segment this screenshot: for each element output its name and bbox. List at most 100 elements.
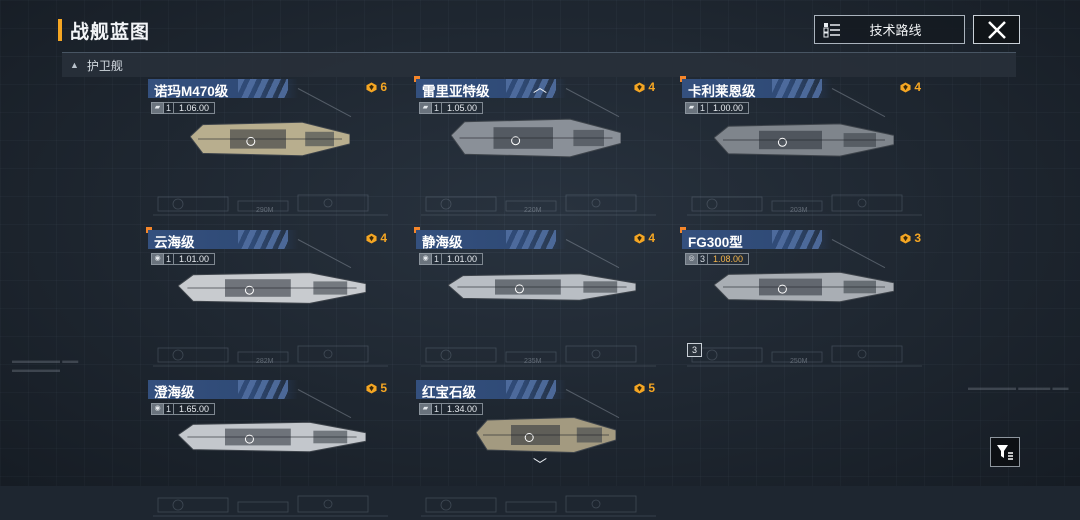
ship-card[interactable]: 诺玛M470级 6 ▰ 1 1.06.00 290M [148,79,393,219]
ship-stat: ◎ 3 1.08.00 [685,252,750,265]
support-icon: ◉ [151,402,164,415]
ship-tier: 4 [900,80,921,94]
page-title: 战舰蓝图 [58,16,150,44]
blueprint-sketch: 220M [421,194,656,216]
ship-card[interactable]: 静海级 4 ◉ 1 1.01.00 235M [414,227,661,370]
scroll-down-icon[interactable]: ﹀ [533,457,547,473]
ship-value: 1.01.00 [442,252,484,265]
globe-icon: ◎ [685,252,698,265]
ship-name: 卡利莱恩级 [688,84,756,99]
ship-model [451,118,621,158]
guide-line [565,239,620,269]
category-label: 护卫舰 [86,58,123,73]
ship-stat: ◉ 1 1.01.00 [151,252,216,265]
guide-line [297,88,352,118]
tier-medal-icon [366,232,377,244]
ship-tier: 4 [366,231,387,245]
ship-tier-value: 4 [648,80,655,94]
ship-name-bar [148,79,298,98]
stripes-decoration [506,230,556,249]
ship-name-bar [416,230,566,249]
ship-dimension: 250M [790,358,808,365]
tier-medal-icon [634,81,645,93]
ship-level: 1 [164,402,174,415]
ship-value: 1.05.00 [442,101,484,114]
frigate-icon: ▰ [419,101,432,114]
ship-name-bar [682,79,832,98]
tier-medal-icon [634,382,645,394]
blueprint-sketch [421,495,656,517]
ship-level: 1 [164,101,174,114]
ship-level: 1 [432,101,442,114]
ship-stat: ◉ 1 1.65.00 [151,402,216,415]
ship-name-bar [416,380,566,399]
ship-tier: 4 [634,80,655,94]
ship-stat: ▰ 1 1.06.00 [151,101,216,114]
ship-name: 红宝石级 [422,385,476,400]
category-header-frigate[interactable]: ▲ 护卫舰 [62,52,1016,77]
ship-tier-value: 4 [914,80,921,94]
ship-model [178,421,366,453]
ship-name: 诺玛M470级 [154,84,229,99]
collapse-arrow-icon: ▲ [70,60,79,70]
ship-name-bar [148,380,298,399]
frigate-icon: ▰ [151,101,164,114]
ship-stat: ▰ 1 1.34.00 [419,402,484,415]
scroll-up-icon[interactable]: ︿ [533,79,547,95]
tier-medal-icon [900,81,911,93]
ship-dimension: 220M [524,207,542,214]
ship-tier: 5 [366,381,387,395]
tech-tree-icon [823,22,840,37]
guide-line [297,389,352,419]
tier-medal-icon [366,382,377,394]
tier-medal-icon [366,81,377,93]
ship-card[interactable]: 卡利莱恩级 4 ▰ 1 1.00.00 203M [680,76,927,219]
ship-level: 1 [698,101,708,114]
close-button[interactable] [973,15,1020,44]
ship-value: 1.00.00 [708,101,750,114]
ship-tier-value: 6 [380,80,387,94]
stripes-decoration [772,230,822,249]
stripes-decoration [772,79,822,98]
ship-tier-value: 3 [914,231,921,245]
ship-card[interactable]: FG300型 3 ◎ 3 1.08.00 250M [680,227,927,370]
ship-level: 1 [164,252,174,265]
ship-name: FG300型 [688,235,743,250]
support-icon: ◉ [419,252,432,265]
blueprint-sketch [153,495,388,517]
stripes-decoration [238,79,288,98]
tier-medal-icon [634,232,645,244]
ship-value: 1.01.00 [174,252,216,265]
count-badge: 3 [687,343,702,357]
ship-name: 云海级 [154,235,195,250]
background-text: ▬▬▬▬▬▬ ▬▬▬▬ ▬▬ [968,383,1069,392]
ship-dimension: 282M [256,358,274,365]
ship-card[interactable]: 云海级 4 ◉ 1 1.01.00 282M [146,227,393,370]
ship-name-bar [416,79,566,98]
ship-stat: ▰ 1 1.00.00 [685,101,750,114]
tech-route-button[interactable]: 技术路线 [814,15,965,44]
ship-model [448,273,636,301]
guide-line [831,88,886,118]
filter-button[interactable] [990,437,1020,467]
tier-medal-icon [900,232,911,244]
stripes-decoration [238,230,288,249]
ship-value: 1.06.00 [174,101,216,114]
blueprint-sketch: 282M [153,345,388,367]
stripes-decoration [506,79,556,98]
ship-stat: ◉ 1 1.01.00 [419,252,484,265]
ship-stat: ▰ 1 1.05.00 [419,101,484,114]
ship-model [476,416,616,454]
ship-name-bar [148,230,298,249]
ship-card[interactable]: 红宝石级 5 ▰ 1 1.34.00 [416,380,661,520]
ship-tier-value: 4 [380,231,387,245]
ship-card[interactable]: 澄海级 5 ◉ 1 1.65.00 [148,380,393,520]
ship-model [178,272,366,304]
ship-name: 静海级 [422,235,463,250]
ship-value: 1.65.00 [174,402,216,415]
ship-model [714,123,894,157]
ship-card[interactable]: 雷里亚特级 4 ▰ 1 1.05.00 220M [414,76,661,219]
ship-dimension: 203M [790,207,808,214]
ship-model [714,271,894,303]
ship-dimension: 290M [256,207,274,214]
